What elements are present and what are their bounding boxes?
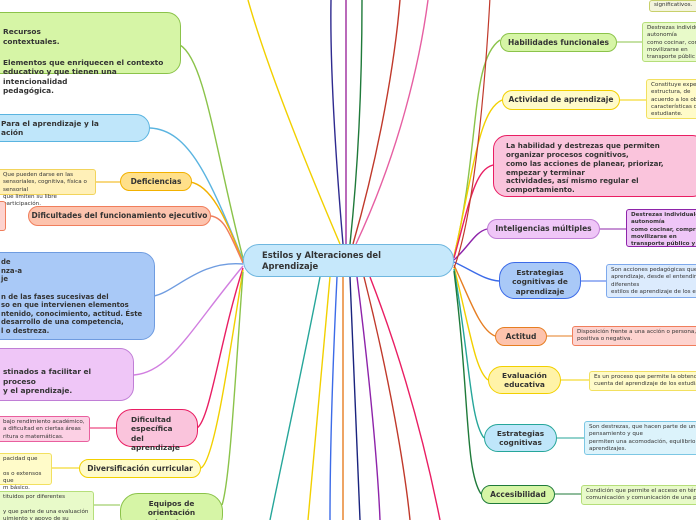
estrategias-cognitivas-note: Son destrezas, que hacen parte de un pen… [584,421,696,455]
accesibilidad-node[interactable]: Accesibilidad [481,485,555,504]
inteligencias-multiples-node[interactable]: Inteligencias múltiples [487,219,600,239]
diversificacion-note: pacidad que os o extensos que m básico. [0,453,52,491]
diversificacion-curricular-node[interactable]: Diversificación curricular [79,459,201,478]
actividad-note: Constituye expe estructura, de acuerdo a… [646,79,696,119]
dificultades-ejecutivo-node[interactable]: Dificultades del funcionamiento ejecutiv… [28,206,211,226]
recursos-contextuales-node[interactable]: Recursos contextuales. Elementos que enr… [0,12,181,95]
estrategias-cognitivas-aprendizaje-node[interactable]: Estrategias cognitivas de aprendizaje [499,262,581,299]
deficiencias-note: Que pueden darse en las sensoriales, cog… [0,169,96,207]
estrategia-ensenanza-node[interactable]: de nza-a je n de las fases sucesivas del… [0,252,155,340]
evaluacion-educativa-node[interactable]: Evaluación educativa [488,366,561,394]
equipos-orientacion-node[interactable]: Equipos de orientación educativa y [120,493,223,520]
accesibilidad-note: Condición que permite el acceso en térr … [581,485,696,505]
inteligencias-note: Destrezas individuale autonomía como coc… [626,209,696,247]
para-aprendizaje-node[interactable]: Para el aprendizaje y la ación [0,114,150,142]
estrategias-aprendizaje-note: Son acciones pedagógicas que aprendizaje… [606,264,696,298]
habilidades-funcionales-node[interactable]: Habilidades funcionales [500,33,617,52]
top-note: significativos. [649,0,696,12]
central-topic[interactable]: Estilos y Alteraciones del Aprendizaje [243,244,454,277]
evaluacion-note: Es un proceso que permite la obtenci cue… [589,371,696,391]
small-red-note [0,201,6,231]
actitud-note: Disposición frente a una acción o person… [572,326,696,346]
habilidad-destrezas-node[interactable]: La habilidad y destrezas que permiten or… [493,135,696,197]
actividad-aprendizaje-node[interactable]: Actividad de aprendizaje [502,90,620,110]
recursos-destinados-node[interactable]: stinados a facilitar el proceso y el apr… [0,348,134,401]
deficiencias-node[interactable]: Deficiencias [120,172,192,191]
dificultad-especifica-node[interactable]: Dificultad específica del aprendizaje [116,409,198,452]
recursos-title: Recursos contextuales. [3,27,60,46]
recursos-body: Elementos que enriquecen el contexto edu… [3,58,164,95]
dificultad-especifica-note: bajo rendimiento académico, a dificultad… [0,416,90,442]
equipos-note: tituidos por diferentes y que parte de u… [0,491,94,520]
habilidades-note: Destrezas individu autonomía como cocina… [642,22,696,62]
actitud-node[interactable]: Actitud [495,327,547,346]
estrategias-cognitivas-node[interactable]: Estrategias cognitivas [484,424,557,452]
